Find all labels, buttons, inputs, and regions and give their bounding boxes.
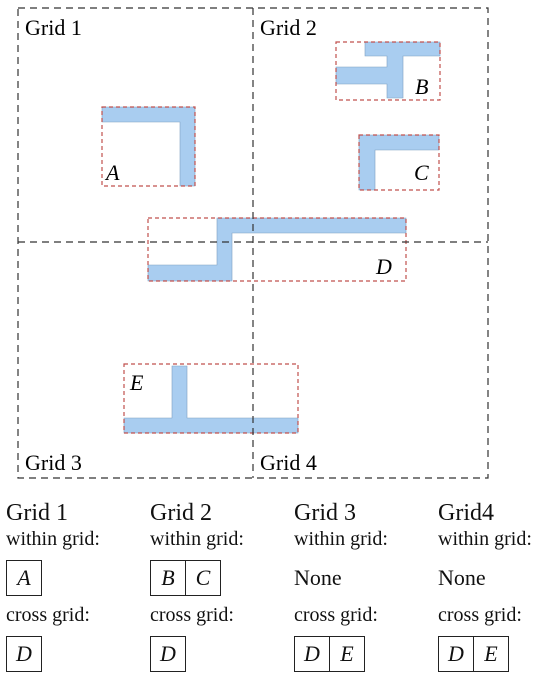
grid-label-3: Grid 3 — [25, 450, 82, 475]
shape-label-c: C — [414, 160, 429, 185]
grid-label-4: Grid 4 — [260, 450, 317, 475]
legend-grid-4: Grid4 within grid: None cross grid: D E — [438, 500, 550, 680]
bbox-e — [123, 363, 299, 434]
shape-b — [335, 41, 441, 99]
grid-label-2: Grid 2 — [260, 15, 317, 40]
cross-grid-boxes: D — [6, 636, 146, 672]
shape-label-d: D — [375, 254, 392, 279]
region-box: C — [186, 560, 221, 596]
cross-grid-label: cross grid: — [438, 604, 522, 626]
cross-grid-label: cross grid: — [294, 604, 378, 626]
legend-grid-3: Grid 3 within grid: None cross grid: D E — [294, 500, 434, 680]
grid-label-1: Grid 1 — [25, 15, 82, 40]
none-text: None — [294, 565, 342, 590]
within-grid-label: within grid: — [6, 528, 100, 550]
shape-d — [147, 217, 407, 282]
region-box: D — [294, 636, 330, 672]
within-grid-label: within grid: — [150, 528, 244, 550]
cross-grid-label: cross grid: — [6, 604, 90, 626]
region-box: B — [150, 560, 186, 596]
cross-grid-boxes: D — [150, 636, 290, 672]
cross-grid-label: cross grid: — [150, 604, 234, 626]
within-grid-boxes: A — [6, 560, 146, 596]
shape-e — [123, 365, 299, 434]
region-box: A — [6, 560, 42, 596]
legend-title: Grid 2 — [150, 500, 212, 526]
within-grid-label: within grid: — [294, 528, 388, 550]
bbox-c — [358, 134, 440, 191]
shape-label-e: E — [129, 370, 144, 395]
bbox-b — [335, 41, 441, 101]
within-grid-boxes: None — [438, 560, 550, 596]
legend-grid-1: Grid 1 within grid: A cross grid: D — [6, 500, 146, 680]
shape-label-a: A — [104, 160, 120, 185]
region-box: E — [474, 636, 509, 672]
legend-title: Grid 3 — [294, 500, 356, 526]
legend-title: Grid 1 — [6, 500, 68, 526]
bbox-a — [101, 106, 196, 187]
legend-title: Grid4 — [438, 500, 494, 526]
within-grid-boxes: None — [294, 560, 434, 596]
cross-grid-boxes: D E — [294, 636, 434, 672]
cross-grid-boxes: D E — [438, 636, 550, 672]
shape-label-b: B — [415, 74, 428, 99]
bbox-d — [147, 217, 407, 282]
region-box: E — [330, 636, 365, 672]
none-text: None — [438, 565, 486, 590]
region-box: D — [150, 636, 186, 672]
within-grid-label: within grid: — [438, 528, 532, 550]
grid-diagram: Grid 1 Grid 2 Grid 3 Grid 4 A B C D E — [17, 7, 489, 479]
region-box: D — [438, 636, 474, 672]
region-box: D — [6, 636, 42, 672]
within-grid-boxes: B C — [150, 560, 290, 596]
legend-grid-2: Grid 2 within grid: B C cross grid: D — [150, 500, 290, 680]
